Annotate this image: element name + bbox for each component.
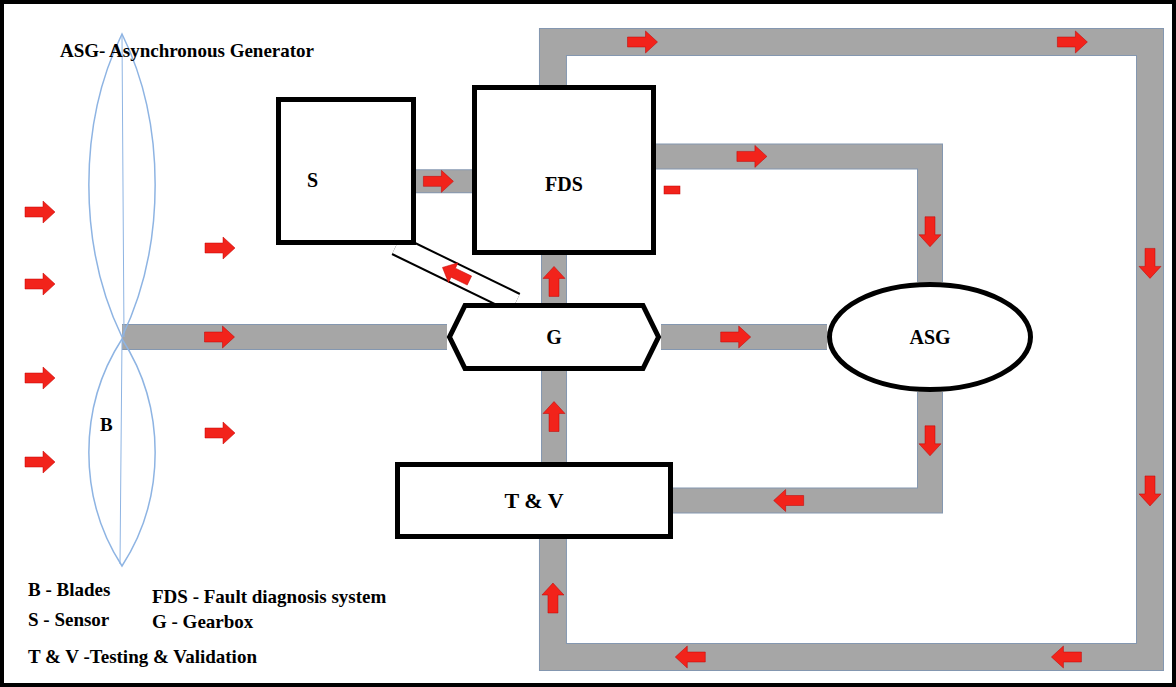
node-label: G — [546, 326, 562, 349]
connector-bar — [656, 156, 930, 282]
red-mark — [664, 186, 680, 194]
wind-arrow — [25, 201, 55, 223]
fault-diagnosis-box: FDS — [472, 85, 656, 255]
wind-arrow — [205, 422, 235, 444]
arrow-head — [628, 31, 658, 53]
output-bar — [673, 392, 941, 512]
arrow-head — [919, 217, 941, 247]
feedback-bar — [543, 371, 565, 462]
blade-spine — [122, 36, 124, 337]
key-entry: B - Blades — [28, 579, 110, 601]
drive-shaft — [661, 326, 827, 348]
rotor-shaft — [122, 326, 447, 348]
wind-arrow — [25, 367, 55, 389]
sensor-box: S — [276, 97, 416, 245]
connector-edge — [673, 392, 930, 501]
key-entry: T & V -Testing & Validation — [28, 646, 257, 668]
node-label: S — [307, 169, 318, 192]
wind-arrow — [25, 451, 55, 473]
key-entry: S - Sensor — [28, 609, 109, 631]
connector-bar — [673, 392, 930, 501]
node-outline — [88, 32, 156, 568]
node-label: B — [100, 414, 113, 436]
wind-arrow — [205, 237, 235, 259]
testing-box: T & V — [395, 462, 673, 539]
connector-bar — [416, 170, 472, 192]
arrow-head — [205, 326, 235, 348]
blade-spine — [120, 339, 122, 564]
connector-bar — [661, 325, 827, 349]
connector-bar — [542, 255, 566, 303]
connector-bar — [122, 325, 447, 349]
arrow-head — [1139, 476, 1161, 506]
node-label: FDS — [545, 173, 583, 196]
arrow-head — [1051, 646, 1081, 668]
signal-bar — [543, 255, 565, 303]
connector-bar — [542, 371, 566, 462]
connector-edge — [656, 156, 930, 282]
connector-edge — [541, 255, 567, 303]
arrow-head — [737, 145, 767, 167]
arrow-head — [542, 583, 564, 613]
signal-bar — [416, 170, 472, 192]
key-entry: FDS - Fault diagnosis system — [152, 586, 386, 608]
arrow-head — [442, 263, 471, 285]
connector-edge — [122, 324, 447, 350]
arrow-head — [1057, 31, 1087, 53]
ellipse-outline — [830, 285, 1031, 390]
blade-rotor: B — [88, 32, 156, 568]
arrow-head — [1139, 248, 1161, 278]
blade-outline — [89, 34, 155, 337]
key-entry: G - Gearbox — [152, 611, 253, 633]
connector-edge — [416, 169, 472, 193]
blade-outline — [89, 339, 155, 566]
arrow-head — [919, 426, 941, 456]
gearbox-hexagon: G — [447, 303, 661, 371]
arrow-head — [675, 646, 705, 668]
arrow-head — [543, 266, 565, 296]
control-bar — [656, 145, 941, 282]
arrow-head — [423, 170, 453, 192]
arrow-head — [774, 490, 804, 512]
generator-ellipse: ASG — [827, 282, 1033, 392]
node-label: T & V — [504, 488, 563, 513]
node-label: ASG — [909, 326, 950, 349]
arrow-head — [543, 402, 565, 432]
wind-arrow — [25, 273, 55, 295]
arrow-head — [721, 326, 751, 348]
hexagon-outline — [450, 306, 659, 369]
key-heading: ASG- Asynchronous Generator — [60, 40, 314, 62]
connector-edge — [541, 371, 567, 462]
connector-edge — [661, 324, 827, 350]
